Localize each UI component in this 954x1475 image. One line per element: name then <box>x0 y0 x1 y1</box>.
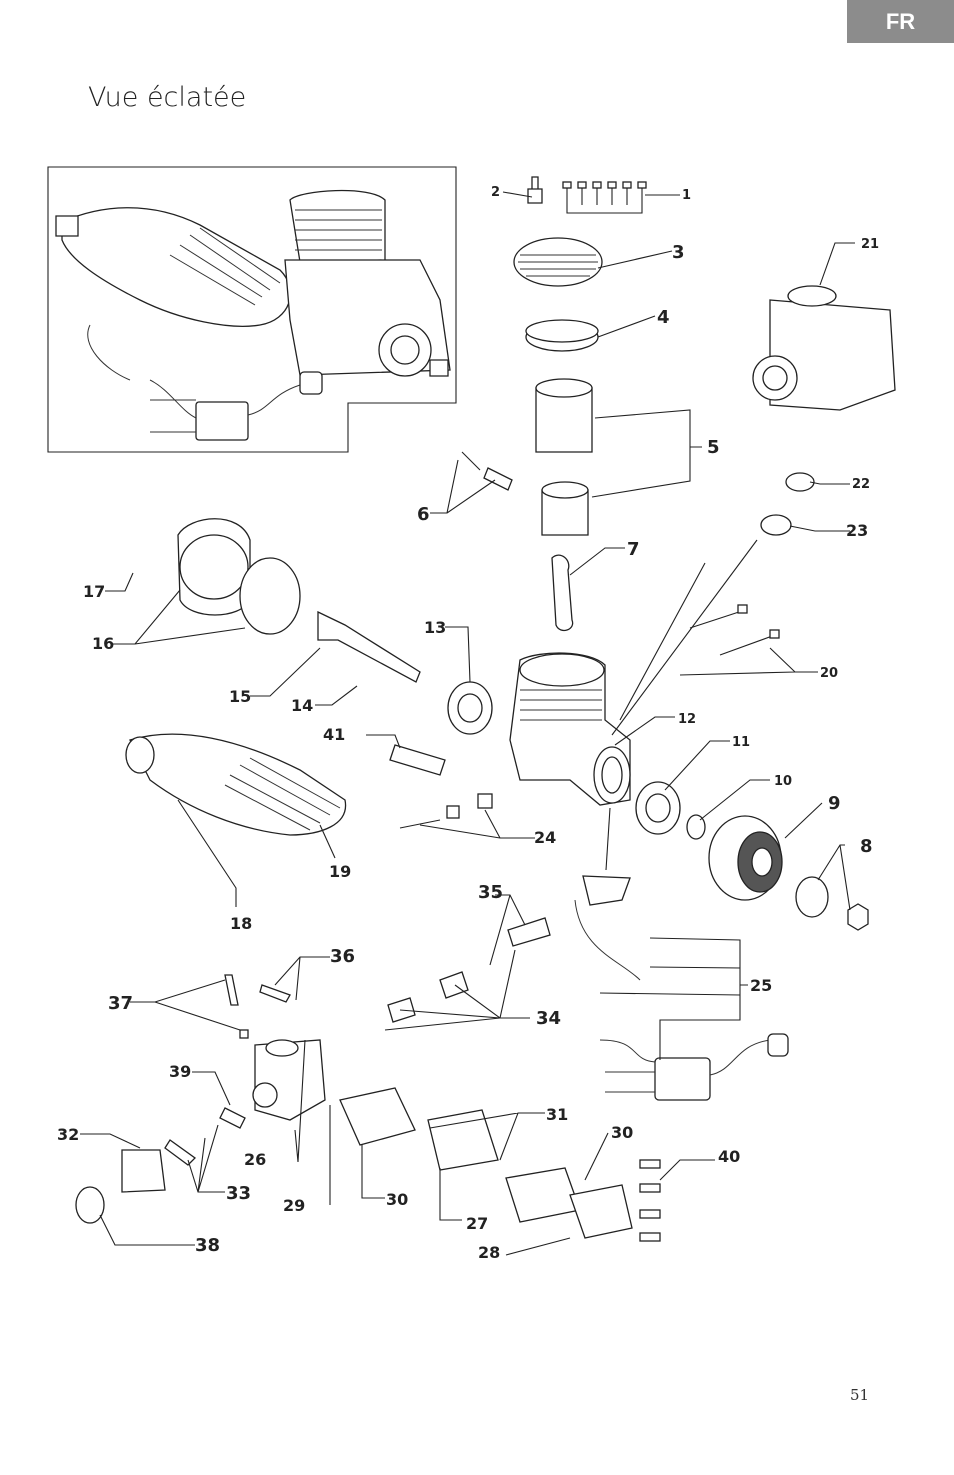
language-tab-label: FR <box>885 8 916 34</box>
callout-16: 16 <box>92 634 114 653</box>
flywheel-group <box>708 815 869 931</box>
carburetor-lower <box>75 917 551 1224</box>
top-end-parts <box>461 176 647 632</box>
callout-26: 26 <box>244 1150 266 1169</box>
callout-32: 32 <box>57 1125 79 1144</box>
callout-13: 13 <box>424 618 446 637</box>
callout-31: 31 <box>546 1105 568 1124</box>
callout-27: 27 <box>466 1214 488 1233</box>
callout-8: 8 <box>860 836 873 857</box>
callout-36: 36 <box>330 946 355 967</box>
callout-3: 3 <box>672 242 685 263</box>
callout-19: 19 <box>329 862 351 881</box>
callout-24: 24 <box>534 828 556 847</box>
callout-29: 29 <box>283 1196 305 1215</box>
callout-37: 37 <box>108 993 133 1014</box>
callout-38: 38 <box>195 1235 220 1256</box>
callout-12: 12 <box>678 712 696 727</box>
callout-30a: 30 <box>386 1190 408 1209</box>
cover-plates <box>339 1087 633 1239</box>
carburetor-upper <box>752 285 896 536</box>
callout-6: 6 <box>417 504 430 525</box>
callout-23: 23 <box>846 521 868 540</box>
assembled-engine-inset <box>47 166 457 453</box>
callout-40: 40 <box>718 1147 740 1166</box>
callout-9: 9 <box>828 793 841 814</box>
callout-35: 35 <box>478 882 503 903</box>
callout-15: 15 <box>229 687 251 706</box>
callout-20: 20 <box>820 666 838 681</box>
callout-1: 1 <box>682 188 691 203</box>
callout-21: 21 <box>861 237 879 252</box>
language-tab: FR <box>847 0 954 43</box>
leader-lines <box>80 191 855 1256</box>
callout-28: 28 <box>478 1243 500 1262</box>
cover-screws <box>639 1159 661 1242</box>
muffler-part <box>125 733 446 836</box>
crankcase-part <box>509 652 631 806</box>
inset-frame <box>47 166 457 453</box>
callout-33: 33 <box>226 1183 251 1204</box>
callout-labels: 1 2 3 4 5 6 7 8 9 10 11 12 13 14 15 16 1… <box>57 185 879 1262</box>
bolt-set <box>399 604 780 829</box>
callout-10: 10 <box>774 774 792 789</box>
callout-41: 41 <box>323 725 345 744</box>
page-number: 51 <box>850 1386 870 1404</box>
callout-4: 4 <box>657 307 670 328</box>
callout-2: 2 <box>491 185 500 200</box>
callout-22: 22 <box>852 477 870 492</box>
callout-30b: 30 <box>611 1123 633 1142</box>
callout-25: 25 <box>750 976 772 995</box>
callout-39: 39 <box>169 1062 191 1081</box>
callout-11: 11 <box>732 735 750 750</box>
callout-18: 18 <box>230 914 252 933</box>
callout-14: 14 <box>291 696 313 715</box>
callout-17: 17 <box>83 582 105 601</box>
callout-34: 34 <box>536 1008 561 1029</box>
ignition-module <box>574 875 789 1101</box>
head-screws <box>562 181 647 205</box>
callout-5: 5 <box>707 437 720 458</box>
crankshaft-group <box>177 518 706 840</box>
page-title: Vue éclatée <box>88 82 247 113</box>
callout-7: 7 <box>627 539 640 560</box>
